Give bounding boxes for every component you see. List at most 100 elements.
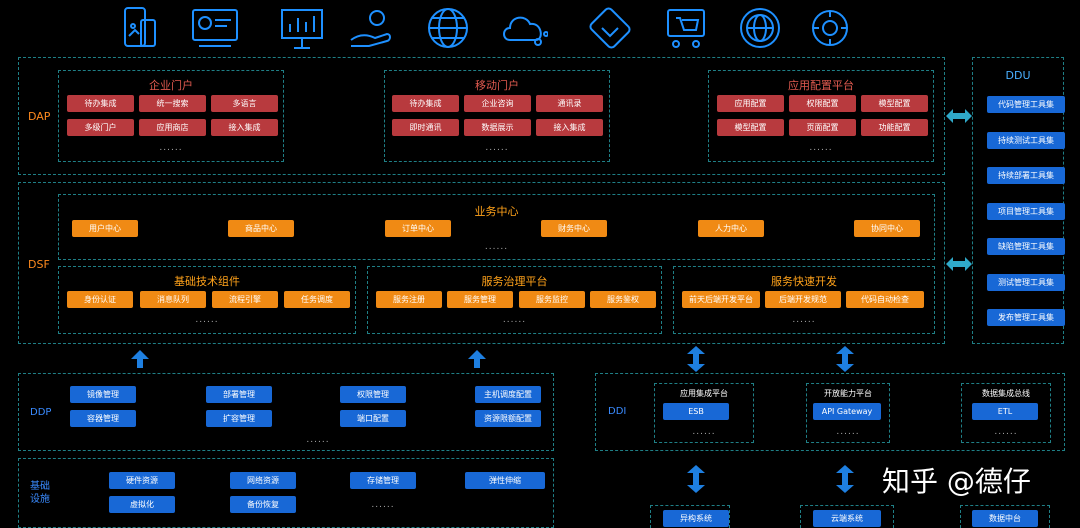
business-item[interactable]: 协同中心	[854, 220, 920, 237]
dap-item[interactable]: 通讯录	[536, 95, 603, 112]
ddu-item[interactable]: 持续测试工具集	[987, 132, 1065, 149]
ddu-item[interactable]: 测试管理工具集	[987, 274, 1065, 291]
globe-network-icon	[424, 6, 472, 50]
dsf-item[interactable]: 身份认证	[67, 291, 133, 308]
ddu-item[interactable]: 持续部署工具集	[987, 167, 1065, 184]
dsf-section	[18, 182, 945, 344]
ddu-label: DDU	[1005, 69, 1031, 82]
handshake-icon	[586, 6, 634, 50]
dap-item[interactable]: 即时通讯	[392, 119, 459, 136]
dap-item[interactable]: 待办集成	[392, 95, 459, 112]
shopping-cart-icon	[662, 6, 710, 50]
dap-item[interactable]: 权限配置	[789, 95, 856, 112]
bottom-system-box	[650, 505, 730, 528]
ellipsis: ......	[502, 315, 527, 325]
dap-item[interactable]: 页面配置	[789, 119, 856, 136]
ddu-item[interactable]: 发布管理工具集	[987, 309, 1065, 326]
dsf-item[interactable]: 后端开发规范	[765, 291, 841, 308]
dsf-item[interactable]: 代码自动检查	[846, 291, 924, 308]
dap-ddu-arrow	[946, 109, 972, 123]
dsf-group-rapid-development	[673, 266, 935, 334]
infra-item[interactable]: 备份恢复	[230, 496, 296, 513]
ddi-group-title: 数据集成总线	[982, 389, 1030, 398]
dap-item[interactable]: 模型配置	[861, 95, 928, 112]
dsf-item[interactable]: 消息队列	[140, 291, 206, 308]
ddp-dsf-up-arrow	[468, 350, 486, 368]
dsf-group-title: 服务治理平台	[481, 275, 548, 288]
infra-item[interactable]: 网络资源	[230, 472, 296, 489]
mobile-app-icon	[113, 6, 161, 50]
dsf-ddu-arrow	[946, 257, 972, 271]
ddi-dsf-double-arrow	[836, 346, 854, 372]
ddi-dsf-double-arrow	[687, 346, 705, 372]
ddi-group-data-bus	[961, 383, 1051, 443]
ddi-label: DDI	[608, 406, 627, 417]
infra-item[interactable]: 硬件资源	[109, 472, 175, 489]
ddu-section	[972, 57, 1064, 344]
dap-item[interactable]: 接入集成	[536, 119, 603, 136]
ddi-item[interactable]: ETL	[972, 403, 1038, 420]
globe-icon	[736, 6, 784, 50]
dsf-item[interactable]: 服务管理	[447, 291, 513, 308]
ddu-item[interactable]: 项目管理工具集	[987, 203, 1065, 220]
dsf-item[interactable]: 前天后端开发平台	[682, 291, 760, 308]
dap-item[interactable]: 应用配置	[717, 95, 784, 112]
dap-item[interactable]: 企业咨询	[464, 95, 531, 112]
dsf-item[interactable]: 流程引擎	[212, 291, 278, 308]
ddu-item[interactable]: 代码管理工具集	[987, 96, 1065, 113]
business-item[interactable]: 用户中心	[72, 220, 138, 237]
brain-gear-icon	[806, 6, 854, 50]
infra-item[interactable]: 弹性伸缩	[465, 472, 545, 489]
dap-item[interactable]: 多级门户	[67, 119, 134, 136]
ddp-item[interactable]: 扩容管理	[206, 410, 272, 427]
dsf-item[interactable]: 任务调度	[284, 291, 350, 308]
ellipsis: ......	[159, 143, 183, 153]
ddp-item[interactable]: 容器管理	[70, 410, 136, 427]
ddi-group-open-api	[806, 383, 890, 443]
ddp-item[interactable]: 部署管理	[206, 386, 272, 403]
dap-item[interactable]: 接入集成	[211, 119, 278, 136]
ddi-group-title: 应用集成平台	[680, 389, 728, 398]
dap-item[interactable]: 应用商店	[139, 119, 206, 136]
monitor-dashboard-icon	[191, 6, 239, 50]
cloud-network-icon	[500, 6, 549, 50]
ddi-section	[595, 373, 1065, 451]
dsf-label: DSF	[28, 258, 50, 271]
ddp-item[interactable]: 主机调度配置	[475, 386, 541, 403]
dap-item[interactable]: 待办集成	[67, 95, 134, 112]
bottom-system-item[interactable]: 云端系统	[813, 510, 881, 527]
ellipsis: ......	[484, 242, 509, 252]
dap-group-enterprise-portal	[58, 70, 284, 162]
ellipsis: ......	[371, 500, 395, 510]
ddu-item[interactable]: 缺陷管理工具集	[987, 238, 1065, 255]
dsf-item[interactable]: 服务监控	[519, 291, 585, 308]
infra-item[interactable]: 存储管理	[350, 472, 416, 489]
dap-group-mobile-portal	[384, 70, 610, 162]
ddi-item[interactable]: API Gateway	[813, 403, 881, 420]
dap-item[interactable]: 数据展示	[464, 119, 531, 136]
dap-item[interactable]: 多语言	[211, 95, 278, 112]
dap-section	[18, 57, 945, 175]
business-item[interactable]: 商品中心	[228, 220, 294, 237]
ddp-dsf-up-arrow	[131, 350, 149, 368]
business-item[interactable]: 订单中心	[385, 220, 451, 237]
dap-group-app-config-platform	[708, 70, 934, 162]
ddi-item[interactable]: ESB	[663, 403, 729, 420]
bottom-system-item[interactable]: 异构系统	[663, 510, 729, 527]
business-item[interactable]: 财务中心	[541, 220, 607, 237]
ddp-item[interactable]: 镜像管理	[70, 386, 136, 403]
dsf-item[interactable]: 服务注册	[376, 291, 442, 308]
dap-item[interactable]: 功能配置	[861, 119, 928, 136]
ddp-item[interactable]: 端口配置	[340, 410, 406, 427]
ddp-item[interactable]: 资源限额配置	[475, 410, 541, 427]
ellipsis: ......	[836, 427, 860, 437]
ddp-item[interactable]: 权限管理	[340, 386, 406, 403]
ddp-label: DDP	[30, 407, 52, 418]
infra-item[interactable]: 虚拟化	[109, 496, 175, 513]
bottom-system-item[interactable]: 数据中台	[972, 510, 1038, 527]
dsf-item[interactable]: 服务鉴权	[590, 291, 656, 308]
dap-item[interactable]: 统一搜索	[139, 95, 206, 112]
bottom-double-arrow	[836, 465, 854, 493]
dap-item[interactable]: 模型配置	[717, 119, 784, 136]
business-item[interactable]: 人力中心	[698, 220, 764, 237]
